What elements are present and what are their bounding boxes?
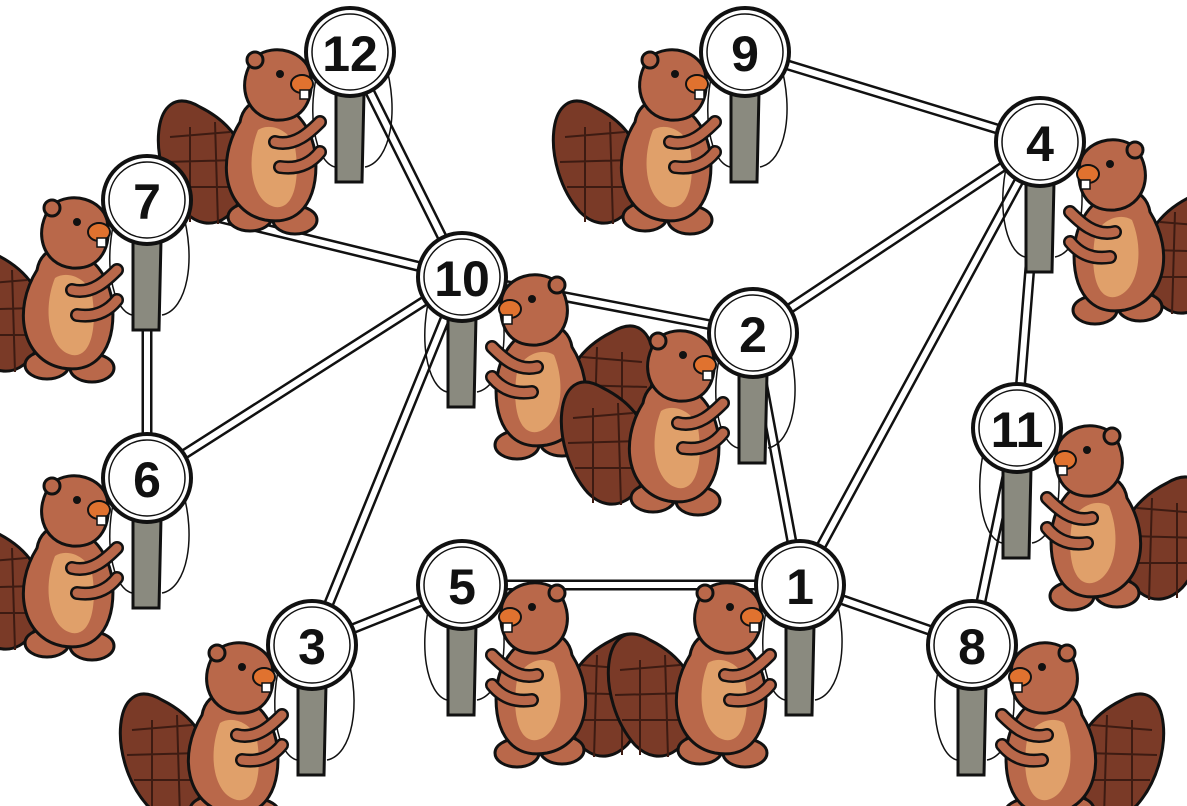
node-label: 5 bbox=[448, 559, 476, 615]
node-label: 1 bbox=[786, 559, 814, 615]
node-11: 11 bbox=[971, 382, 1187, 610]
node-sign bbox=[707, 287, 799, 379]
node-7: 7 bbox=[0, 154, 193, 382]
beaver-holding-sign-icon bbox=[1070, 140, 1187, 324]
node-5: 5 bbox=[416, 539, 654, 767]
beaver-holding-sign-icon bbox=[120, 643, 282, 806]
rope-edge-10-6 bbox=[141, 271, 468, 484]
node-label: 12 bbox=[322, 26, 378, 82]
node-label: 3 bbox=[298, 619, 326, 675]
rope-edge-9-4 bbox=[739, 46, 1046, 148]
beaver-holding-sign-icon bbox=[1002, 643, 1164, 806]
node-2: 2 bbox=[561, 287, 799, 515]
node-3: 3 bbox=[120, 599, 358, 806]
node-sign bbox=[994, 96, 1086, 188]
beaver-nodes: 12 9 4 7 10 2 11 6 5 1 3 8 bbox=[0, 6, 1187, 806]
node-sign bbox=[101, 432, 193, 524]
node-label: 2 bbox=[739, 307, 767, 363]
node-label: 10 bbox=[434, 251, 490, 307]
node-12: 12 bbox=[158, 6, 396, 234]
rope-edge-10-3 bbox=[306, 271, 468, 651]
beaver-holding-sign-icon bbox=[608, 583, 770, 767]
node-sign bbox=[266, 599, 358, 691]
node-10: 10 bbox=[416, 231, 654, 459]
node-sign bbox=[754, 539, 846, 631]
node-4: 4 bbox=[994, 96, 1187, 324]
node-label: 11 bbox=[991, 402, 1044, 458]
node-sign bbox=[971, 382, 1063, 474]
beaver-holding-sign-icon bbox=[0, 476, 117, 660]
beaver-holding-sign-icon bbox=[0, 198, 117, 382]
node-sign bbox=[101, 154, 193, 246]
node-label: 7 bbox=[133, 174, 161, 230]
beaver-holding-sign-icon bbox=[553, 50, 715, 234]
beaver-holding-sign-icon bbox=[1047, 426, 1187, 610]
node-sign bbox=[699, 6, 791, 98]
rope-edge-4-1 bbox=[794, 136, 1046, 591]
rope-edge-2-4 bbox=[747, 136, 1046, 339]
node-9: 9 bbox=[553, 6, 791, 234]
node-sign bbox=[304, 6, 396, 98]
node-label: 9 bbox=[731, 26, 759, 82]
node-1: 1 bbox=[608, 539, 846, 767]
node-label: 6 bbox=[133, 452, 161, 508]
node-label: 4 bbox=[1026, 116, 1054, 172]
node-sign bbox=[926, 599, 1018, 691]
node-sign bbox=[416, 539, 508, 631]
node-sign bbox=[416, 231, 508, 323]
node-6: 6 bbox=[0, 432, 193, 660]
node-label: 8 bbox=[958, 619, 986, 675]
node-8: 8 bbox=[926, 599, 1164, 806]
